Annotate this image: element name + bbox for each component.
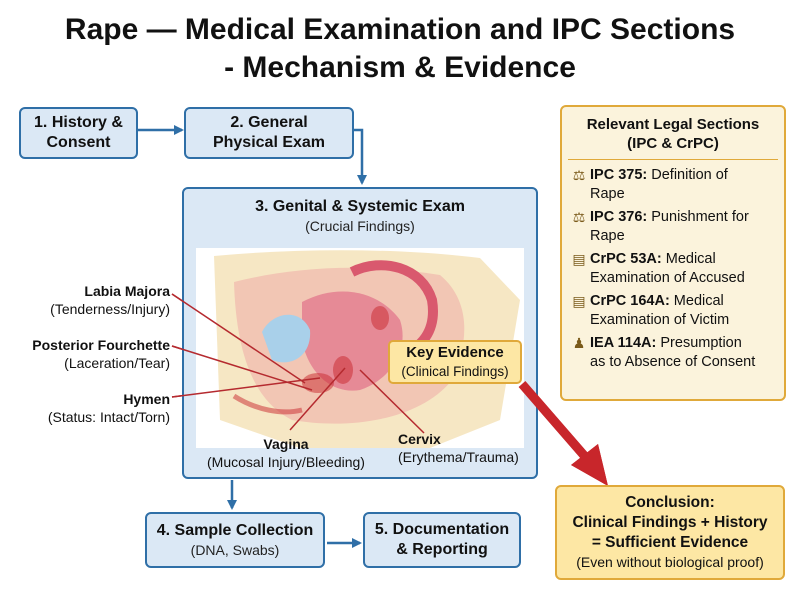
legal-sections-panel: Relevant Legal Sections (IPC & CrPC) ⚖ I… bbox=[560, 105, 786, 401]
legal-code: IPC 376: bbox=[590, 209, 648, 225]
fourchette-name: Posterior Fourchette bbox=[32, 337, 170, 353]
step2-label: 2. General bbox=[230, 114, 308, 131]
legal-code: IPC 375: bbox=[590, 167, 648, 183]
labia-name: Labia Majora bbox=[84, 283, 170, 299]
legal-text-cont: Examination of Accused bbox=[590, 270, 745, 286]
label-cervix: Cervix (Erythema/Trauma) bbox=[398, 430, 538, 466]
legal-header-line2: (IPC & CrPC) bbox=[627, 135, 719, 152]
labia-desc: (Tenderness/Injury) bbox=[50, 301, 170, 317]
legal-text: Medical bbox=[669, 293, 724, 309]
conclusion-line3: = Sufficient Evidence bbox=[591, 534, 749, 551]
page-title: Rape — Medical Examination and IPC Secti… bbox=[64, 13, 736, 46]
document-icon: ▤ bbox=[572, 293, 586, 309]
legal-text: Definition of bbox=[647, 167, 728, 183]
step1-label: 1. History & bbox=[34, 114, 123, 131]
step4-sub: (DNA, Swabs) bbox=[190, 542, 280, 558]
step-history-consent: 1. History & Consent bbox=[19, 107, 138, 159]
legal-item: ⚖ IPC 375: Definition of Rape bbox=[568, 166, 778, 204]
label-posterior-fourchette: Posterior Fourchette (Laceration/Tear) bbox=[4, 336, 170, 372]
step3-sub: (Crucial Findings) bbox=[305, 218, 415, 234]
step-documentation: 5. Documentation & Reporting bbox=[363, 512, 521, 568]
legal-text: Punishment for bbox=[647, 209, 749, 225]
step3-label: 3. Genital & Systemic Exam bbox=[255, 198, 465, 215]
label-vagina: Vagina (Mucosal Injury/Bleeding) bbox=[190, 435, 382, 471]
legal-code: CrPC 53A: bbox=[590, 251, 662, 267]
legal-header: Relevant Legal Sections (IPC & CrPC) bbox=[568, 115, 778, 160]
person-icon: ♟ bbox=[572, 335, 586, 351]
legal-text: Medical bbox=[661, 251, 716, 267]
legal-code: IEA 114A: bbox=[590, 335, 657, 351]
hymen-name: Hymen bbox=[123, 391, 170, 407]
vagina-desc: (Mucosal Injury/Bleeding) bbox=[207, 454, 365, 470]
legal-code: CrPC 164A: bbox=[590, 293, 670, 309]
legal-text: Presumption bbox=[656, 335, 742, 351]
legal-text-cont: Examination of Victim bbox=[590, 312, 730, 328]
judge-icon: ⚖ bbox=[572, 167, 586, 183]
label-hymen: Hymen (Status: Intact/Torn) bbox=[10, 390, 170, 426]
step2-label2: Physical Exam bbox=[212, 134, 326, 151]
key-evidence-box: Key Evidence (Clinical Findings) bbox=[388, 340, 522, 384]
conclusion-line4: (Even without biological proof) bbox=[576, 554, 764, 570]
arrow-2-3 bbox=[354, 128, 367, 185]
hymen-desc: (Status: Intact/Torn) bbox=[47, 409, 170, 425]
legal-text-cont: Rape bbox=[590, 186, 625, 202]
cervix-name: Cervix bbox=[398, 431, 441, 447]
conclusion-title: Conclusion: bbox=[625, 494, 715, 511]
conclusion-box: Conclusion: Clinical Findings + History … bbox=[555, 485, 785, 580]
key-evidence-label: Key Evidence bbox=[406, 344, 504, 361]
conclusion-line2: Clinical Findings + History bbox=[572, 514, 768, 531]
legal-item: ♟ IEA 114A: Presumption as to Absence of … bbox=[568, 334, 778, 372]
step-general-exam: 2. General Physical Exam bbox=[184, 107, 354, 159]
document-icon: ▤ bbox=[572, 251, 586, 267]
step5-label2: & Reporting bbox=[396, 541, 488, 558]
step4-label: 4. Sample Collection bbox=[156, 522, 314, 539]
step5-label: 5. Documentation bbox=[374, 521, 510, 538]
judge-icon: ⚖ bbox=[572, 209, 586, 225]
step-sample-collection: 4. Sample Collection (DNA, Swabs) bbox=[145, 512, 325, 568]
label-labia-majora: Labia Majora (Tenderness/Injury) bbox=[10, 282, 170, 318]
vagina-name: Vagina bbox=[263, 436, 309, 452]
step1-label2: Consent bbox=[46, 134, 111, 151]
legal-header-line1: Relevant Legal Sections bbox=[586, 116, 760, 133]
fourchette-desc: (Laceration/Tear) bbox=[64, 355, 170, 371]
page-subtitle: - Mechanism & Evidence bbox=[224, 51, 576, 84]
legal-text-cont: as to Absence of Consent bbox=[590, 354, 756, 370]
legal-text-cont: Rape bbox=[590, 228, 625, 244]
key-evidence-sub: (Clinical Findings) bbox=[401, 364, 509, 379]
cervix-desc: (Erythema/Trauma) bbox=[398, 449, 519, 465]
